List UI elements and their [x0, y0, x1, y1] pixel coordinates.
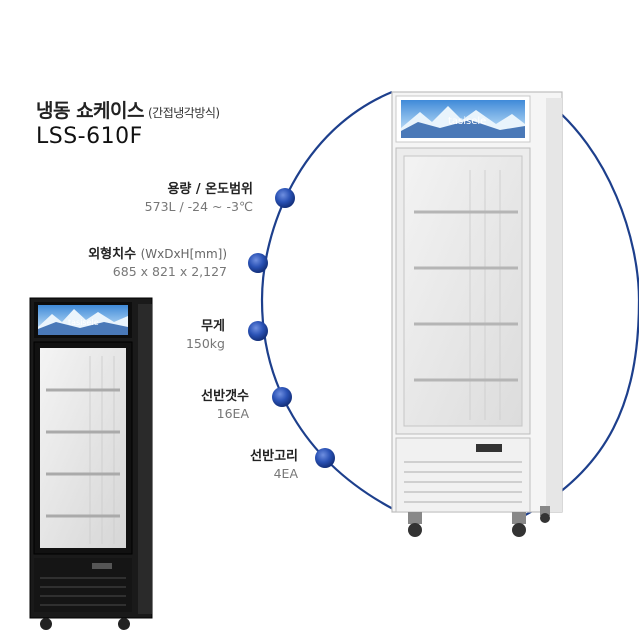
spec-capacity-temperature: 용량 / 온도범위 573L / -24 ~ -3℃	[145, 178, 253, 214]
black-freezer-showcase: tasisele	[29, 297, 153, 630]
spec-bullet-5	[315, 448, 335, 468]
spec-bullet-4	[272, 387, 292, 407]
product-title-note: (간접냉각방식)	[148, 106, 220, 120]
product-title: 냉동 쇼케이스(간접냉각방식)	[36, 96, 220, 123]
spec-shelf-hooks: 선반고리 4EA	[250, 445, 298, 481]
spec-value: 685 x 821 x 2,127	[112, 264, 227, 279]
spec-value: 573L / -24 ~ -3℃	[144, 199, 253, 214]
brand-logo: tasisele	[448, 116, 486, 127]
spec-unit: (WxDxH[mm])	[140, 247, 227, 261]
spec-label: 선반갯수	[201, 389, 249, 404]
spec-value: 4EA	[273, 466, 298, 481]
spec-label: 용량 / 온도범위	[167, 182, 253, 197]
product-name: 냉동 쇼케이스	[36, 100, 145, 122]
spec-bullet-3	[248, 321, 268, 341]
spec-shelf-count: 선반갯수 16EA	[201, 385, 249, 421]
spec-dimensions: 외형치수 (WxDxH[mm]) 685 x 821 x 2,127	[88, 243, 227, 279]
spec-bullet-1	[275, 188, 295, 208]
spec-bullet-2	[248, 253, 268, 273]
spec-value: 16EA	[216, 406, 249, 421]
white-freezer-showcase: tasisele	[391, 91, 563, 537]
spec-weight: 무게 150kg	[186, 315, 225, 351]
spec-label: 무게	[201, 319, 225, 334]
spec-label: 외형치수	[88, 247, 137, 262]
spec-value: 150kg	[185, 336, 225, 351]
svg-text:tasisele: tasisele	[68, 318, 99, 327]
model-number: LSS-610F	[36, 124, 143, 149]
spec-label: 선반고리	[250, 449, 298, 464]
